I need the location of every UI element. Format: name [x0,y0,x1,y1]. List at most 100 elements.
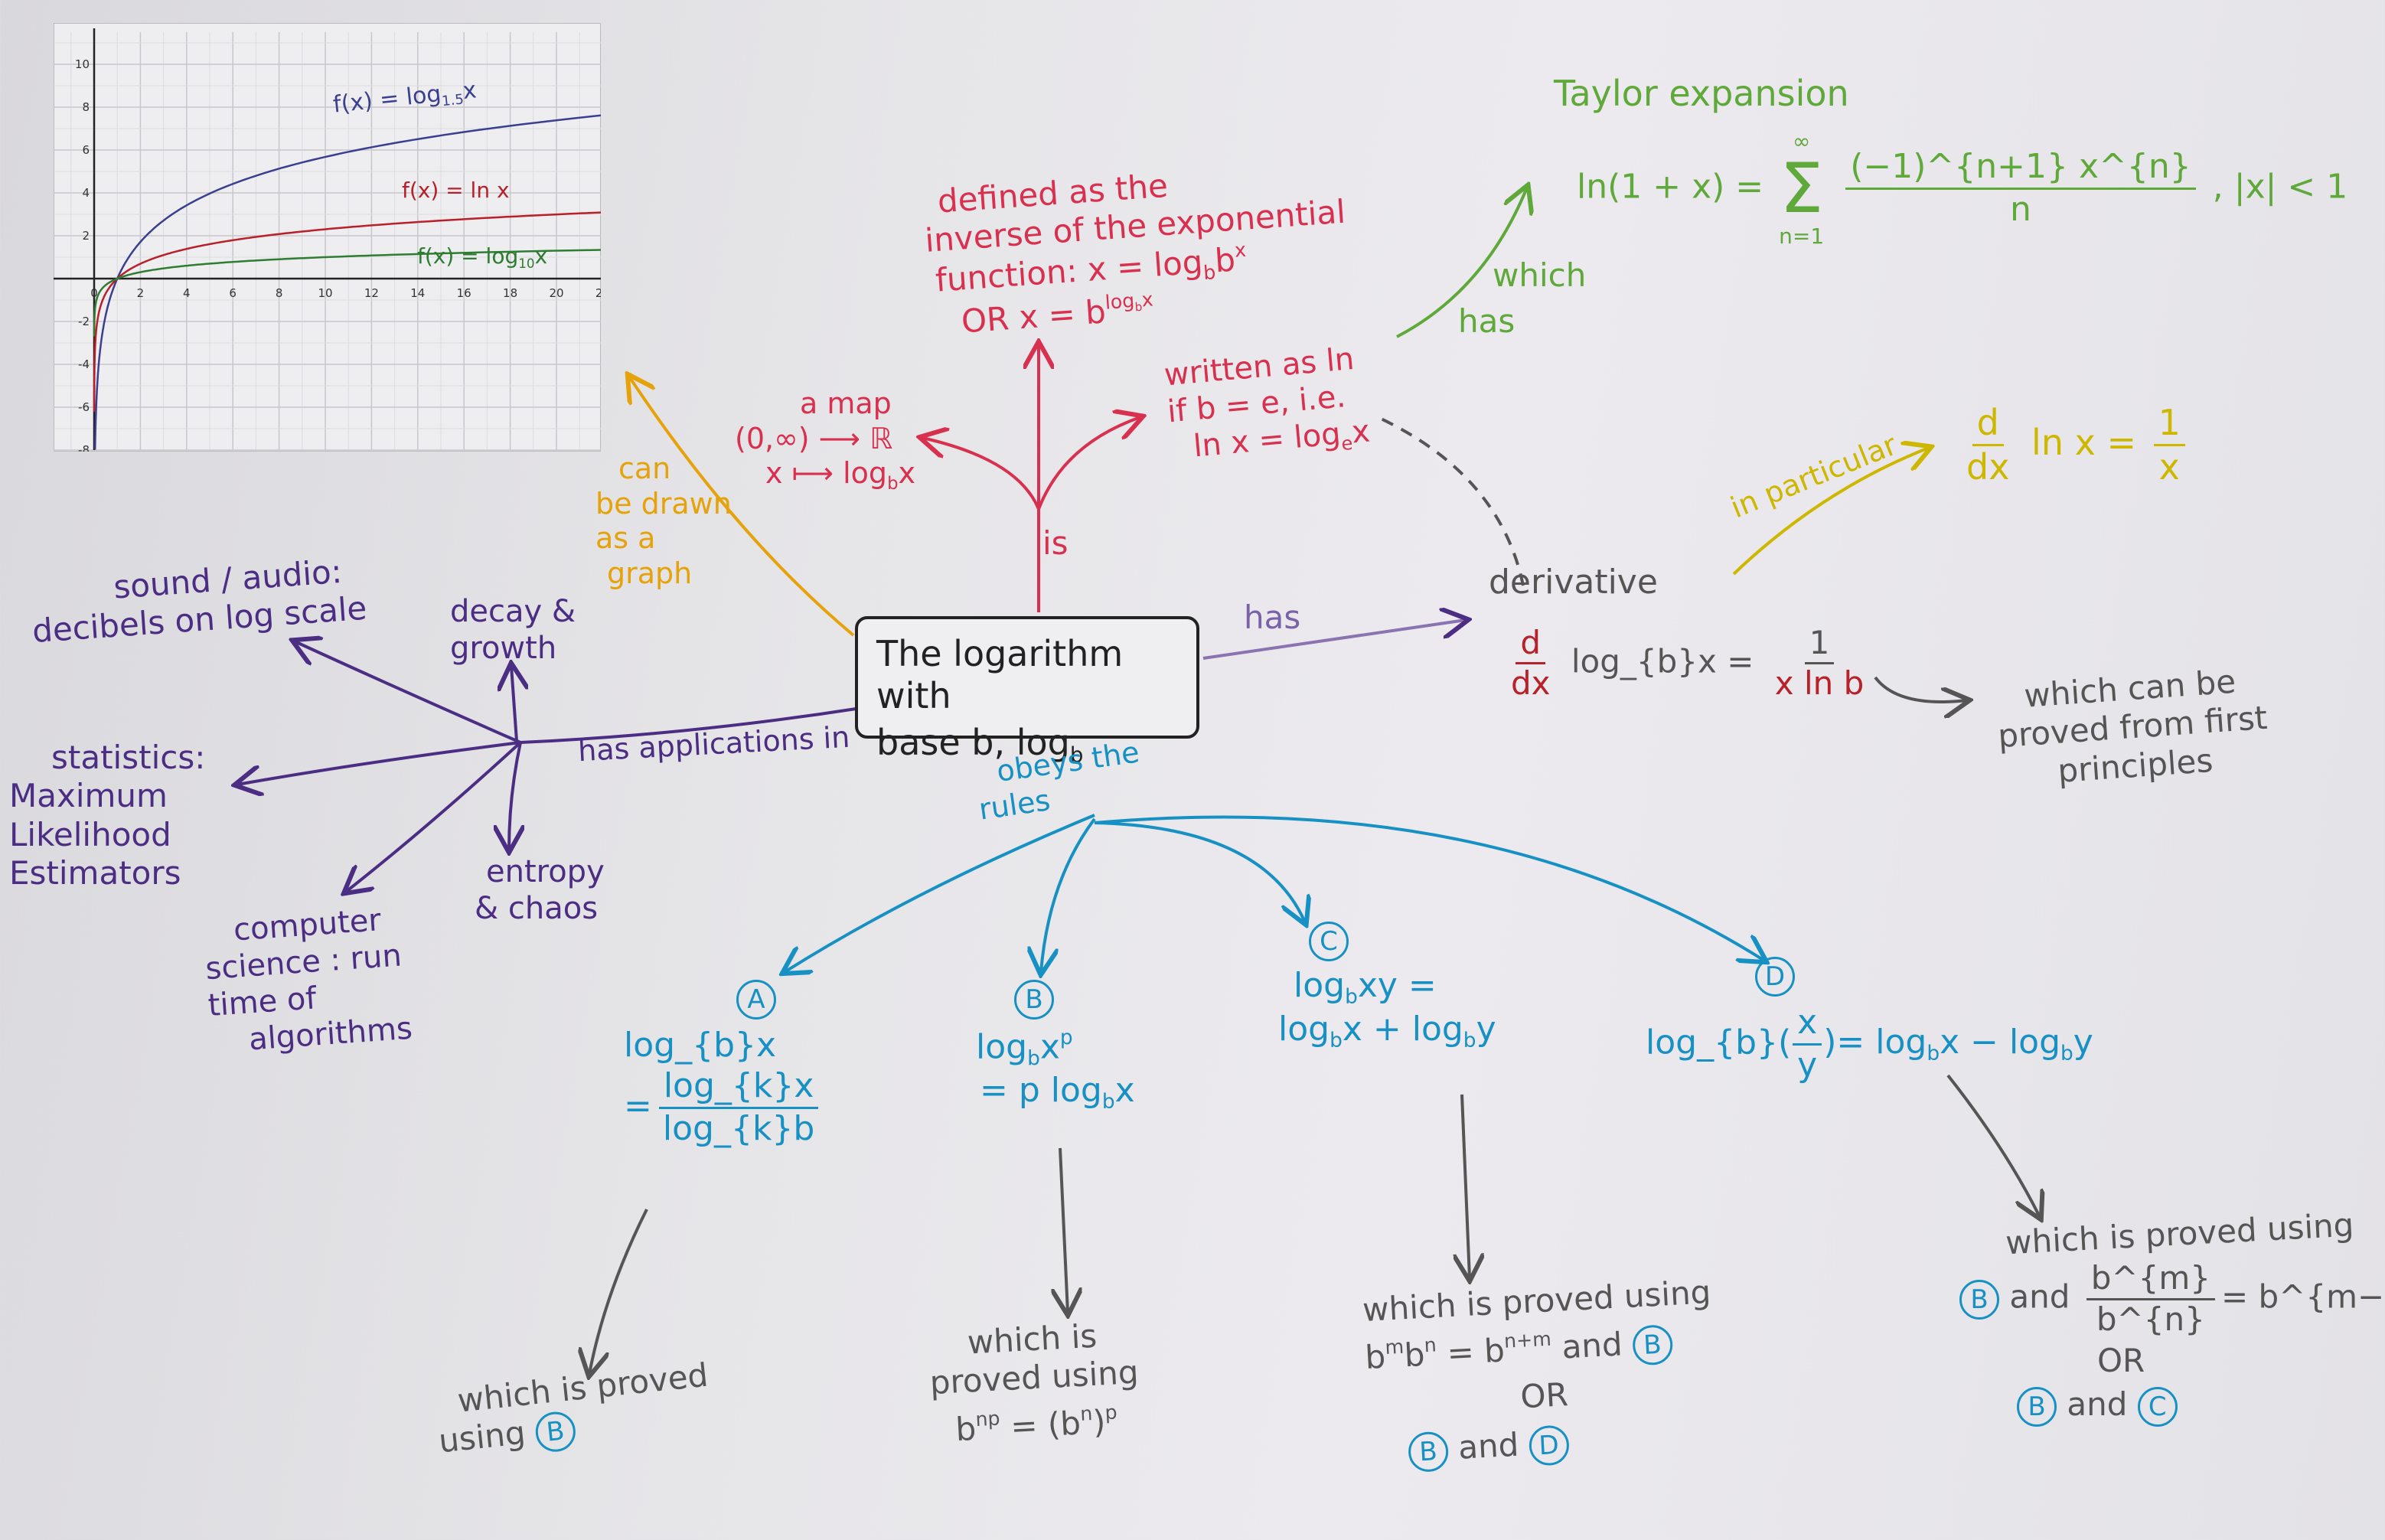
circled-letter: B [1407,1431,1450,1473]
graph-branch-node: can be drawn as a graph [595,452,732,591]
sum-upper: ∞ [1793,129,1811,154]
arrow-proof-b [1060,1147,1068,1313]
log-b-x: log_{b}x = [1571,642,1754,680]
denominator: dx [1511,664,1551,703]
proof-d-node: which is proved using B and b^{m}b^{n}= … [1959,1206,2385,1427]
denominator: dx [1966,446,2010,488]
circled-letter: B [1014,980,1054,1020]
x-tick-label: 8 [276,286,283,300]
central-topic-box: The logarithm with base b, logb [855,616,1199,768]
and-label: and [2067,1385,2128,1423]
central-topic-line1: The logarithm with [876,633,1124,717]
numerator: 1 [1804,624,1835,665]
dashed-link-derivative-ln [1377,416,1525,586]
sigma: Σ [1780,148,1824,229]
statistics-node: statistics: Maximum Likelihood Estimator… [9,739,205,893]
which-label: which [1493,256,1587,294]
arrow-derivative [1202,620,1466,660]
circled-letter: B [1959,1279,1999,1320]
arrow-rule-a [785,814,1095,972]
derivative-label: derivative [1489,563,1658,602]
entropy-line: entropy [486,854,605,889]
y-tick-label: 4 [82,186,90,200]
arrow-rule-b [1041,817,1096,972]
y-tick-label: 10 [75,57,90,71]
rule-c-tag: C [1309,920,1349,961]
y-tick-label: 8 [82,100,90,114]
decay-line: decay & [450,594,576,629]
circled-letter: B [1631,1323,1674,1366]
graph-curves [93,114,601,450]
graph-branch-line: graph [607,556,693,590]
arrow-rule-c [1094,821,1305,922]
numerator: 1 [2153,402,2185,447]
arrow-taylor [1396,188,1527,338]
arrow-first-principles [1874,676,1967,702]
circled-letter: B [2017,1386,2057,1427]
rule-c-rhs: logbx + logby [1278,1009,1496,1053]
x-tick-label: 18 [503,286,517,300]
circled-letter: C [1309,922,1349,961]
arrow-map [922,438,1040,510]
numerator: d [1516,624,1546,665]
has-derivative-label: has [1244,599,1301,636]
and-label: and [1457,1426,1520,1467]
arrow-proof-a [589,1209,648,1374]
rule-d-log: log_{b}( [1646,1023,1792,1062]
denominator: n [2010,190,2031,230]
graph-branch-line: as a [595,521,656,556]
curve [93,211,601,412]
arrow-graph [629,377,855,637]
taylor-condition: , |x| < 1 [2212,167,2348,207]
y-tick-label: 6 [82,143,90,157]
rule-b-rhs: = p logbx [980,1071,1135,1114]
graph-label-log10: f(x) = log10x [417,243,548,271]
y-tick-label: -8 [78,443,90,452]
rule-a-tag: A [736,978,776,1020]
equals: = [624,1086,652,1126]
power-quotient: b^{m}b^{n} [2086,1259,2215,1339]
proof-b-node: which is proved using bnp = (bn)p [927,1315,1142,1450]
entropy-line: & chaos [475,891,599,926]
proof-formula: = b^{m−n} [2220,1277,2385,1316]
circled-letter: D [1755,957,1795,997]
x-tick-label: 12 [364,286,379,300]
curve [93,249,601,337]
numerator: b^{m} [2086,1259,2215,1300]
rule-b-lhs: logbxp [976,1026,1073,1071]
or-label: OR [2097,1342,2145,1380]
graph-label-ln: f(x) = ln x [402,178,510,203]
x-tick-label: 0 [90,286,98,300]
rule-c-formula: logbxy = logbx + logby [1278,966,1496,1053]
rule-b-formula: logbxp = p logbx [976,1026,1135,1114]
definition-node: defined as the inverse of the exponentia… [924,155,1352,343]
numerator: x [1793,1003,1822,1046]
graph-branch-line: can [618,452,671,485]
is-label: is [1042,524,1069,562]
x-tick-label: 20 [549,286,563,300]
x-tick-label: 22 [595,286,601,300]
x-tick-label: 2 [137,286,145,300]
rule-c-lhs: logbxy = [1294,966,1437,1010]
sum-lower: n=1 [1779,223,1825,249]
decay-node: decay & growth [450,593,576,667]
applications-stem [520,706,862,744]
numerator: log_{k}x [658,1066,819,1109]
y-tick-label: -2 [78,315,90,328]
arrow-particular [1732,448,1929,576]
central-topic-line2: base b, logb [876,722,1084,768]
arrow-decay [511,666,517,742]
map-line: x ⟼ logbx [765,456,916,494]
arrow-proof-c [1462,1094,1470,1278]
statistics-line: Likelihood [9,815,171,853]
numerator: (−1)^{n+1} x^{n} [1845,147,2196,191]
graph-tick-labels: -20246810121416182022108642-2-4-6-8 [54,57,601,452]
map-line: a map [800,387,892,420]
arrow-sound [295,641,521,744]
entropy-node: entropy & chaos [475,853,605,927]
